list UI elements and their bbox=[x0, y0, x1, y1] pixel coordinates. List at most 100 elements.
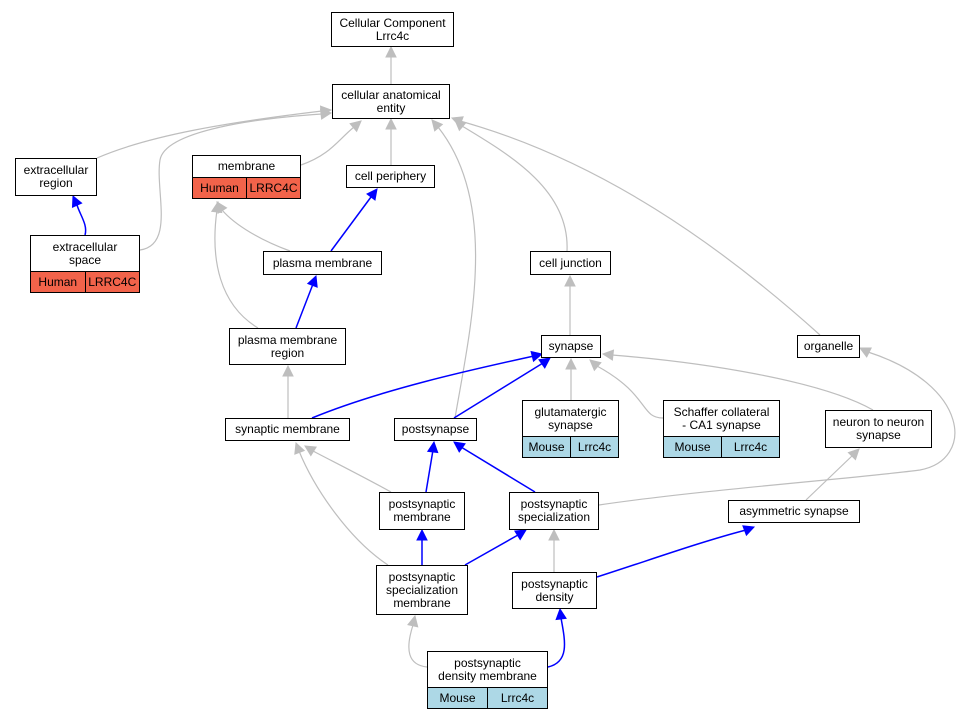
edge-is-a bbox=[565, 357, 577, 400]
arrowhead bbox=[514, 529, 527, 541]
annotation-species: Mouse bbox=[439, 690, 476, 705]
arrowhead bbox=[431, 119, 444, 132]
node-synapse[interactable]: synapse bbox=[541, 335, 601, 358]
arrowhead bbox=[530, 350, 544, 363]
node-synaptic-membrane[interactable]: synaptic membrane bbox=[225, 418, 350, 441]
arrowhead bbox=[548, 528, 560, 541]
node-label-line: postsynapse bbox=[401, 422, 470, 436]
arrowhead bbox=[294, 441, 306, 455]
edge-is-a bbox=[805, 448, 860, 501]
edge-line bbox=[596, 365, 664, 419]
node-label-line: synapse bbox=[856, 428, 901, 442]
node-plasma-membrane[interactable]: plasma membrane bbox=[263, 251, 382, 275]
edge-line bbox=[437, 126, 477, 419]
edge-is-a bbox=[601, 349, 874, 411]
node-label-line: synapse bbox=[548, 339, 594, 353]
edge-part-of bbox=[453, 441, 536, 493]
edge-is-a bbox=[304, 445, 392, 493]
edge-line bbox=[330, 196, 372, 252]
node-label-line: Schaffer collateral bbox=[673, 404, 770, 419]
node-label-line: density membrane bbox=[438, 668, 537, 683]
node-label-line: organelle bbox=[803, 339, 854, 353]
node-label-line: space bbox=[68, 252, 102, 267]
node-label-line: extracellular bbox=[23, 163, 89, 177]
node-cell-junction[interactable]: cell junction bbox=[530, 251, 611, 275]
edge-line bbox=[311, 355, 535, 419]
edge-part-of bbox=[295, 274, 318, 329]
edge-line bbox=[214, 209, 259, 329]
arrowhead bbox=[538, 357, 551, 369]
edge-line bbox=[298, 450, 389, 566]
node-label-line: membrane bbox=[217, 159, 276, 173]
arrowhead bbox=[589, 359, 602, 372]
node-label-line: neuron to neuron bbox=[832, 415, 925, 429]
edge-part-of bbox=[330, 188, 378, 252]
edge-part-of bbox=[311, 350, 544, 419]
arrowhead bbox=[210, 200, 223, 214]
node-label-line: cell junction bbox=[539, 255, 602, 270]
node-label-line: plasma membrane bbox=[237, 332, 338, 347]
edge-is-a bbox=[385, 45, 397, 84]
edge-line bbox=[96, 110, 323, 159]
annotation-species: Human bbox=[38, 274, 78, 289]
node-label-line: cellular anatomical bbox=[341, 87, 441, 102]
arrowhead bbox=[407, 614, 419, 628]
arrowhead bbox=[71, 194, 83, 208]
edge-line bbox=[295, 283, 314, 329]
edge-is-a bbox=[407, 614, 428, 668]
node-label-line: membrane bbox=[393, 595, 451, 610]
node-label-line: postsynaptic bbox=[388, 569, 456, 584]
edge-line bbox=[598, 351, 956, 506]
edge-line bbox=[459, 120, 821, 336]
arrowhead bbox=[453, 441, 466, 453]
edge-is-a bbox=[450, 116, 821, 336]
node-label-line: asymmetric synapse bbox=[739, 504, 849, 518]
node-label-line: postsynaptic bbox=[388, 497, 456, 511]
edge-line bbox=[547, 617, 566, 668]
node-label-line: entity bbox=[376, 100, 406, 115]
edge-line bbox=[464, 534, 519, 566]
edge-is-a bbox=[431, 119, 477, 419]
edge-is-a bbox=[96, 105, 333, 159]
arrowhead bbox=[349, 120, 362, 133]
edge-is-a bbox=[300, 120, 362, 166]
edge-is-a bbox=[210, 200, 259, 329]
node-cell-periphery[interactable]: cell periphery bbox=[346, 165, 435, 188]
edge-part-of bbox=[453, 357, 551, 419]
node-organelle[interactable]: organelle bbox=[797, 335, 860, 358]
arrowhead bbox=[385, 45, 397, 58]
arrowhead bbox=[304, 445, 317, 457]
annotation-row: Human LRRC4C bbox=[31, 271, 139, 292]
edge-line bbox=[76, 204, 87, 236]
annotation-gene: Lrrc4c bbox=[487, 688, 547, 708]
edge-is-a bbox=[216, 201, 291, 252]
edge-line bbox=[460, 446, 536, 493]
node-asymmetric-synapse[interactable]: asymmetric synapse bbox=[728, 500, 860, 523]
edge-line bbox=[300, 126, 355, 166]
arrowhead bbox=[450, 116, 464, 128]
annotation-gene: LRRC4C bbox=[84, 272, 140, 292]
node-postsynapse[interactable]: postsynapse bbox=[394, 418, 477, 441]
edge-line bbox=[596, 529, 747, 578]
edge-line bbox=[139, 113, 323, 251]
node-label-line: plasma membrane bbox=[272, 255, 373, 270]
edge-line bbox=[805, 454, 854, 501]
node-label-line: postsynaptic bbox=[454, 655, 521, 670]
edge-line bbox=[611, 354, 874, 411]
